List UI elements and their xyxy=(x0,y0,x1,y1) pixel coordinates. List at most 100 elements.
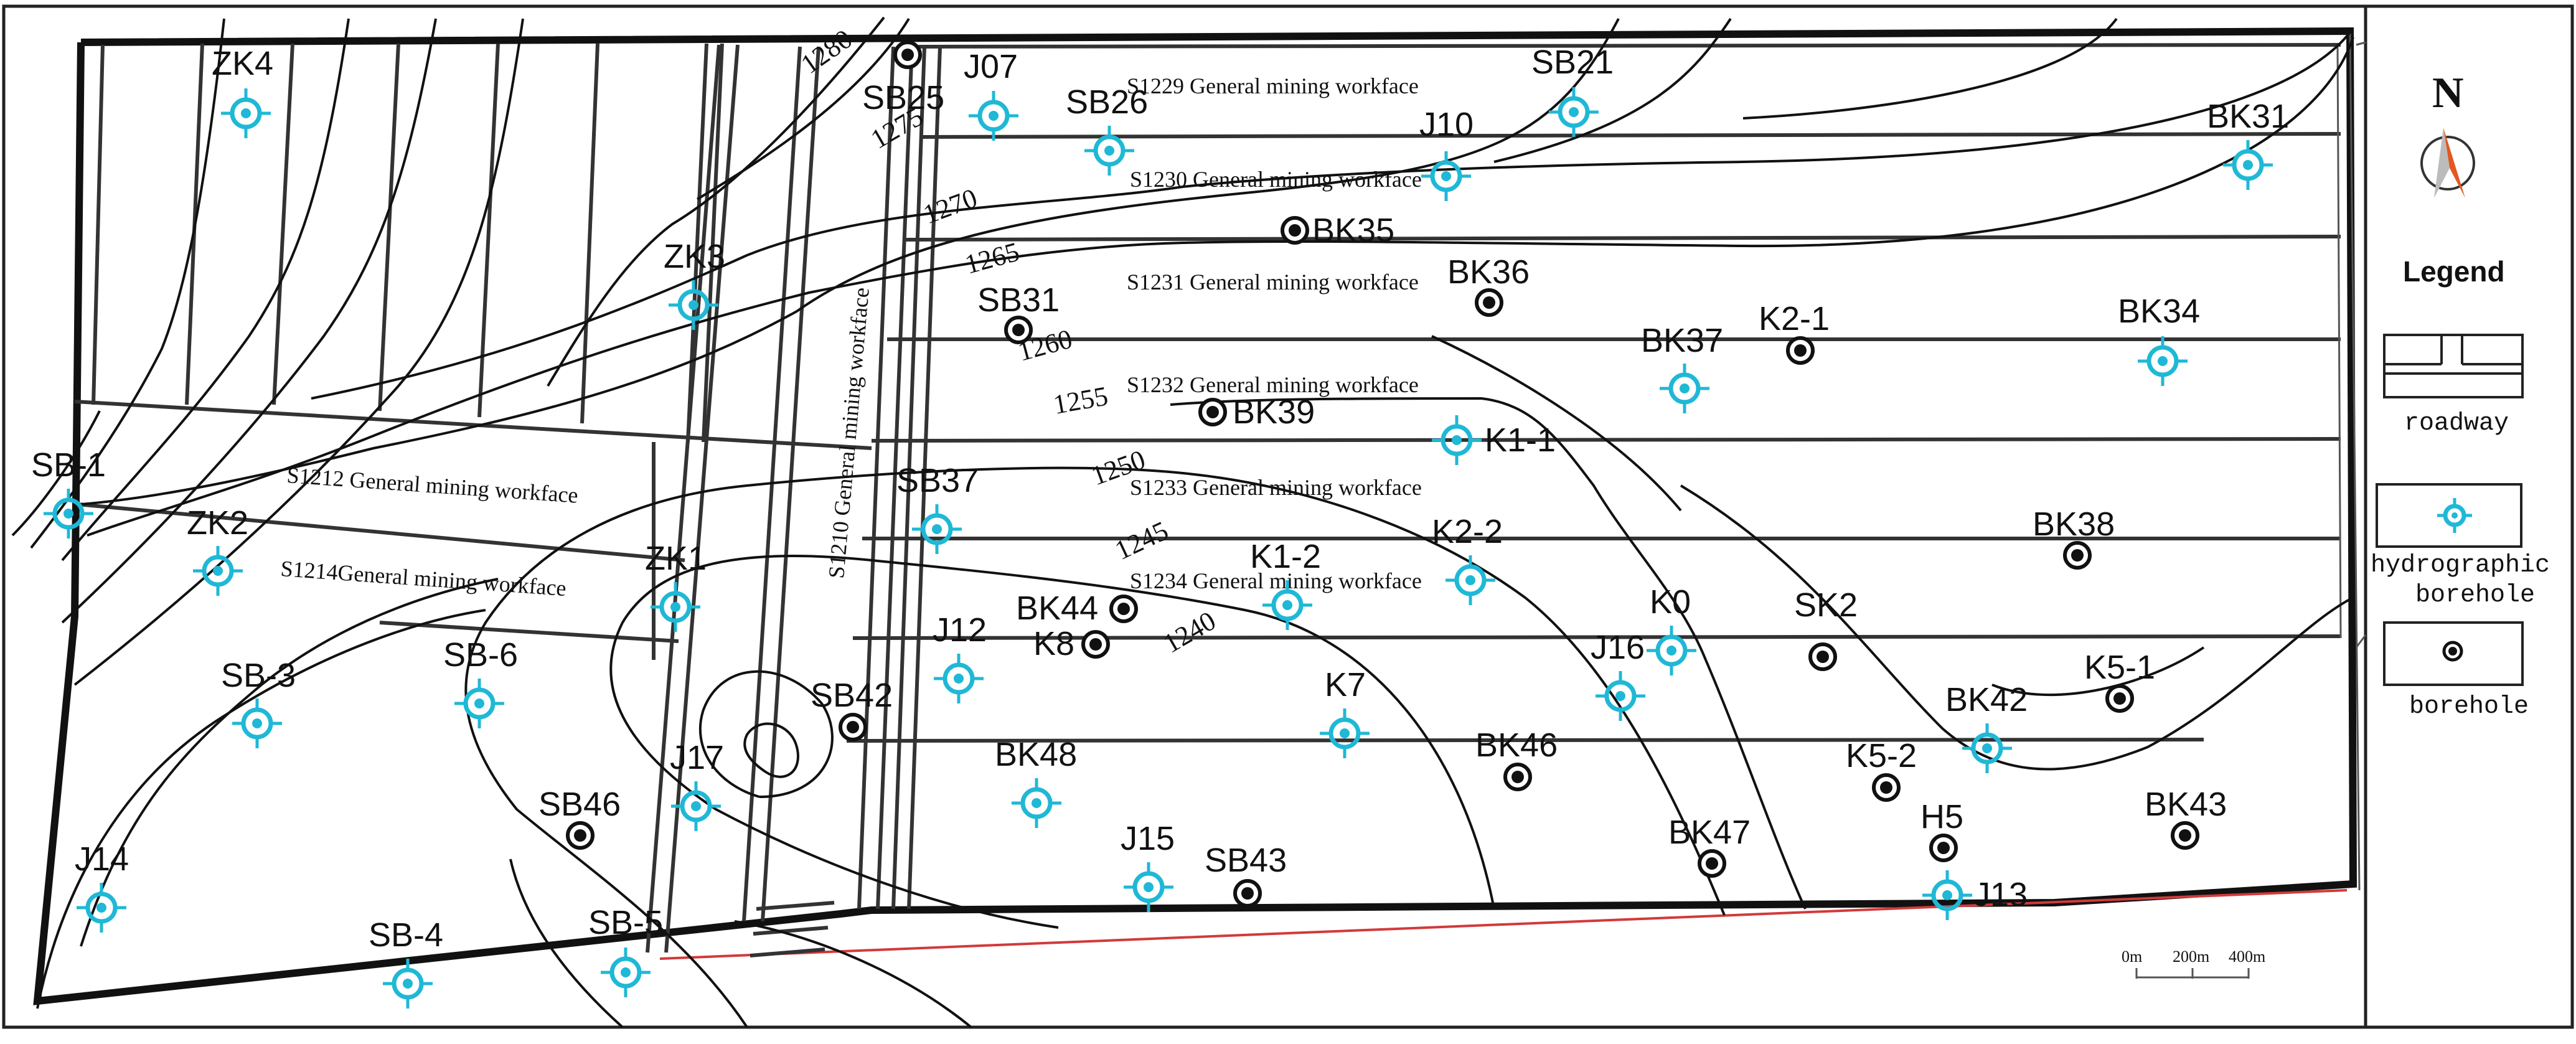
hydrographic-borehole[interactable] xyxy=(232,698,282,748)
hydrographic-borehole[interactable] xyxy=(454,679,504,728)
hydrographic-borehole[interactable] xyxy=(77,883,126,933)
hydrographic-borehole[interactable] xyxy=(193,546,243,596)
borehole-label: BK47 xyxy=(1668,814,1751,851)
borehole-label: SK2 xyxy=(1794,586,1858,624)
hydrographic-borehole-label: BK37 xyxy=(1641,322,1723,359)
borehole[interactable] xyxy=(1872,773,1901,802)
hydrographic-borehole-label: ZK1 xyxy=(645,540,707,577)
borehole[interactable] xyxy=(1109,595,1138,623)
borehole[interactable] xyxy=(1281,216,1309,245)
contour-lines xyxy=(11,16,2354,1028)
hydrographic-borehole[interactable] xyxy=(2223,140,2273,190)
hydrographic-borehole[interactable] xyxy=(1012,778,1061,828)
hydrographic-borehole[interactable] xyxy=(934,654,984,703)
hydrographic-borehole[interactable] xyxy=(1922,870,1972,920)
hydrographic-boreholes: ZK4 J07 SB26 SB21 J10 BK31 ZK3 BK37 BK34… xyxy=(31,44,2289,1009)
hydrographic-borehole[interactable] xyxy=(1432,415,1482,465)
borehole[interactable] xyxy=(1081,630,1110,659)
borehole[interactable] xyxy=(1503,763,1532,791)
workface-label-s1214: S1214General mining workface xyxy=(280,556,567,601)
hydrographic-borehole[interactable] xyxy=(383,959,433,1009)
contour-label: 1245 xyxy=(1111,515,1173,566)
borehole[interactable] xyxy=(1808,642,1837,671)
contour-label: 1265 xyxy=(962,237,1023,280)
hydrographic-borehole-label: J13 xyxy=(1973,876,2028,913)
hydrographic-borehole-label: BK34 xyxy=(2118,293,2200,330)
hydrographic-borehole[interactable] xyxy=(1596,671,1645,721)
hydrographic-borehole[interactable] xyxy=(1084,126,1134,176)
hydrographic-borehole[interactable] xyxy=(1660,364,1709,413)
borehole[interactable] xyxy=(2171,821,2199,850)
workface-label-s1232: S1232 General mining workface xyxy=(1127,372,1419,397)
scale-bar: 0m 200m 400m xyxy=(2122,948,2265,979)
hydrographic-borehole[interactable] xyxy=(969,91,1018,141)
hydrographic-borehole[interactable] xyxy=(1421,151,1471,201)
borehole[interactable] xyxy=(1233,879,1262,908)
legend: Legend roadway hydrographic borehole xyxy=(2371,255,2565,721)
hydrographic-borehole-label: K1-1 xyxy=(1485,421,1556,459)
hydrographic-borehole[interactable] xyxy=(1962,723,2012,773)
hydrographic-borehole[interactable] xyxy=(1262,580,1312,630)
workface-label-s1212: S1212 General mining workface xyxy=(286,463,579,508)
borehole-icon xyxy=(2383,621,2524,686)
hydrographic-borehole-label: K7 xyxy=(1325,666,1366,703)
workface-label-s1229: S1229 General mining workface xyxy=(1127,73,1419,98)
hydrographic-borehole-label: ZK4 xyxy=(212,45,273,82)
borehole-label: K2-1 xyxy=(1759,300,1830,337)
legend-title: Legend xyxy=(2403,255,2505,288)
borehole-label: SB25 xyxy=(862,79,944,116)
hydrographic-borehole[interactable] xyxy=(1647,626,1696,675)
hydrographic-borehole[interactable] xyxy=(601,948,651,997)
hydrographic-borehole-label: SB-1 xyxy=(31,446,106,484)
hydrographic-borehole-label: J14 xyxy=(75,840,129,878)
hydrographic-borehole-label: SB-6 xyxy=(443,636,518,674)
hydrographic-borehole[interactable] xyxy=(671,781,721,831)
hydrographic-borehole-label: SB-5 xyxy=(588,904,663,941)
borehole-label: BK35 xyxy=(1312,212,1394,249)
borehole[interactable] xyxy=(2105,684,2134,713)
borehole[interactable] xyxy=(1786,336,1815,365)
borehole-label: SB43 xyxy=(1205,842,1287,879)
hydrographic-borehole[interactable] xyxy=(44,489,93,538)
borehole[interactable] xyxy=(1929,834,1958,862)
hydrographic-borehole[interactable] xyxy=(1320,708,1370,758)
legend-label-hydrographic-borehole: hydrographic borehole xyxy=(2371,552,2565,609)
borehole-label: BK44 xyxy=(1016,590,1098,627)
hydrographic-borehole-label: SB-3 xyxy=(221,657,296,694)
borehole[interactable] xyxy=(1004,316,1033,344)
hydrographic-borehole[interactable] xyxy=(651,582,700,632)
hydrographic-borehole[interactable] xyxy=(669,280,718,330)
workface-label-s1210: S1210 General mining workface xyxy=(824,286,874,580)
borehole[interactable] xyxy=(566,821,595,850)
hydrographic-borehole-label: J15 xyxy=(1121,820,1175,857)
hydrographic-borehole-label: BK31 xyxy=(2207,98,2289,135)
workface-label-s1233: S1233 General mining workface xyxy=(1130,475,1422,500)
hydrographic-borehole[interactable] xyxy=(912,504,962,554)
hydrographic-borehole[interactable] xyxy=(1549,87,1599,137)
contour-label: 1270 xyxy=(919,182,981,230)
borehole-label: K8 xyxy=(1033,625,1074,662)
hydrographic-borehole-label: SB-4 xyxy=(369,916,443,954)
borehole[interactable] xyxy=(1198,398,1227,426)
borehole[interactable] xyxy=(2063,541,2092,570)
hydrographic-borehole-label: J17 xyxy=(670,739,724,776)
contour-label: 1255 xyxy=(1051,380,1110,420)
borehole-label: K5-1 xyxy=(2084,649,2155,686)
borehole[interactable] xyxy=(839,713,867,741)
borehole-label: H5 xyxy=(1920,798,1963,835)
hydrographic-borehole-label: J12 xyxy=(933,611,987,649)
hydrographic-borehole[interactable] xyxy=(1124,862,1173,912)
borehole-label: SB46 xyxy=(538,786,621,823)
hydrographic-borehole-label: SB21 xyxy=(1531,44,1614,81)
hydrographic-borehole-label: ZK3 xyxy=(664,238,725,275)
legend-label-borehole: borehole xyxy=(2409,693,2529,721)
borehole[interactable] xyxy=(1698,849,1726,878)
legend-label-hydrographic-borehole-text: hydrographic xyxy=(2371,552,2550,580)
hydrographic-borehole[interactable] xyxy=(1445,555,1495,605)
hydrographic-borehole[interactable] xyxy=(221,88,271,138)
borehole-label: BK36 xyxy=(1447,253,1530,291)
borehole[interactable] xyxy=(1475,288,1503,317)
borehole[interactable] xyxy=(893,40,922,69)
hydrographic-borehole[interactable] xyxy=(2138,336,2188,386)
contour-label: 1280 xyxy=(796,24,858,80)
